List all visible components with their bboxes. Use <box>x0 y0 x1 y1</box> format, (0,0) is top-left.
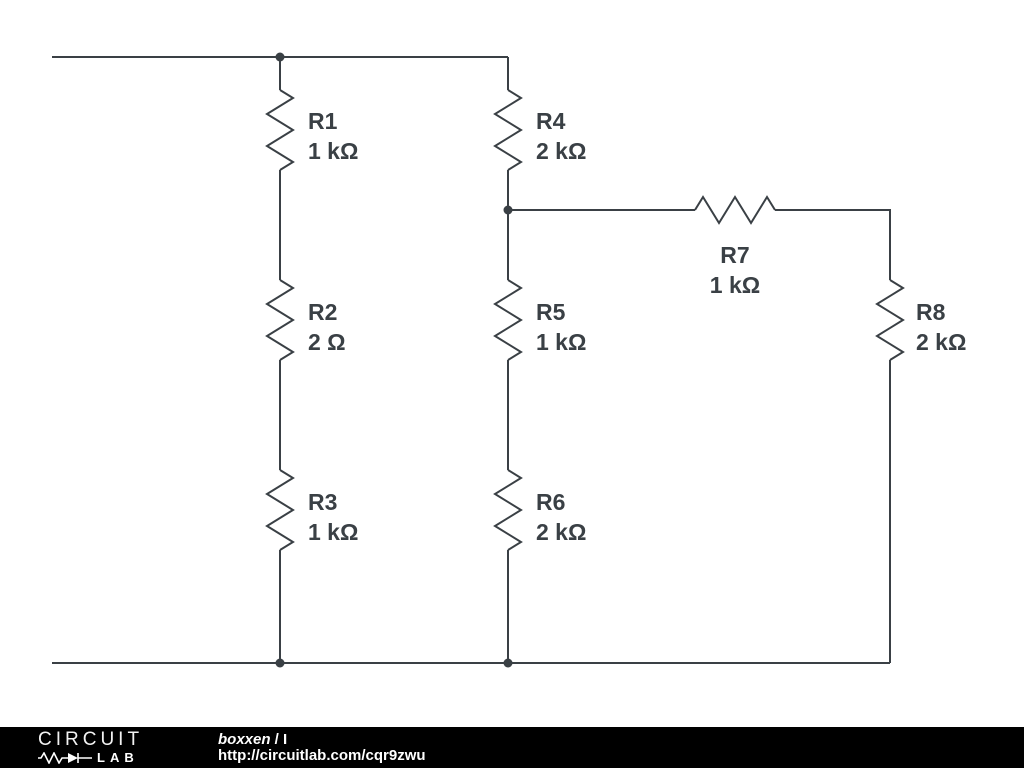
label-R5: R5 1 kΩ <box>536 297 586 357</box>
component-value: 2 Ω <box>308 329 346 355</box>
junction-dot <box>275 658 285 668</box>
component-ref: R6 <box>536 489 566 515</box>
resistor-R4-symbol <box>493 89 523 171</box>
junction-dot <box>503 658 513 668</box>
label-R6: R6 2 kΩ <box>536 487 586 547</box>
component-ref: R4 <box>536 108 566 134</box>
component-value: 2 kΩ <box>916 329 967 355</box>
circuit-title: boxxen / I <box>218 730 426 748</box>
resistor-R2-symbol <box>265 279 295 361</box>
component-value: 1 kΩ <box>308 519 359 545</box>
component-ref: R2 <box>308 299 338 325</box>
logo-text-lab: LAB <box>97 750 139 765</box>
label-R4: R4 2 kΩ <box>536 106 586 166</box>
component-ref: R8 <box>916 299 946 325</box>
component-value: 1 kΩ <box>536 329 587 355</box>
component-value: 2 kΩ <box>536 519 587 545</box>
label-R8: R8 2 kΩ <box>916 297 966 357</box>
junction-dot <box>275 52 285 62</box>
circuit-name: / I <box>270 730 288 748</box>
component-ref: R3 <box>308 489 338 515</box>
component-ref: R5 <box>536 299 566 325</box>
resistor-R5-symbol <box>493 279 523 361</box>
component-value: 1 kΩ <box>709 272 761 298</box>
logo-text-circuit: CIRCUIT <box>38 729 144 750</box>
wire-branch-r7 <box>508 209 891 280</box>
label-R7: R7 1 kΩ <box>672 240 798 300</box>
label-R1: R1 1 kΩ <box>308 106 358 166</box>
component-ref: R1 <box>308 108 338 134</box>
component-value: 1 kΩ <box>308 138 359 164</box>
author-name: boxxen <box>218 730 271 748</box>
resistor-R1-symbol <box>265 89 295 171</box>
footer-meta: boxxen / I http://circuitlab.com/cqr9zwu <box>218 730 426 764</box>
resistor-diode-icon <box>38 751 92 764</box>
footer-bar: CIRCUIT LAB boxxen / I http://circuitlab… <box>0 727 1024 768</box>
resistor-R7-symbol <box>694 195 776 225</box>
component-ref: R7 <box>720 242 750 268</box>
resistor-R6-symbol <box>493 469 523 551</box>
resistor-R3-symbol <box>265 469 295 551</box>
resistor-R8-symbol <box>875 279 905 361</box>
footer-url[interactable]: http://circuitlab.com/cqr9zwu <box>218 746 426 764</box>
component-value: 2 kΩ <box>536 138 587 164</box>
circuitlab-logo: CIRCUIT LAB <box>38 730 178 765</box>
junction-dot <box>503 205 513 215</box>
label-R3: R3 1 kΩ <box>308 487 358 547</box>
label-R2: R2 2 Ω <box>308 297 346 357</box>
